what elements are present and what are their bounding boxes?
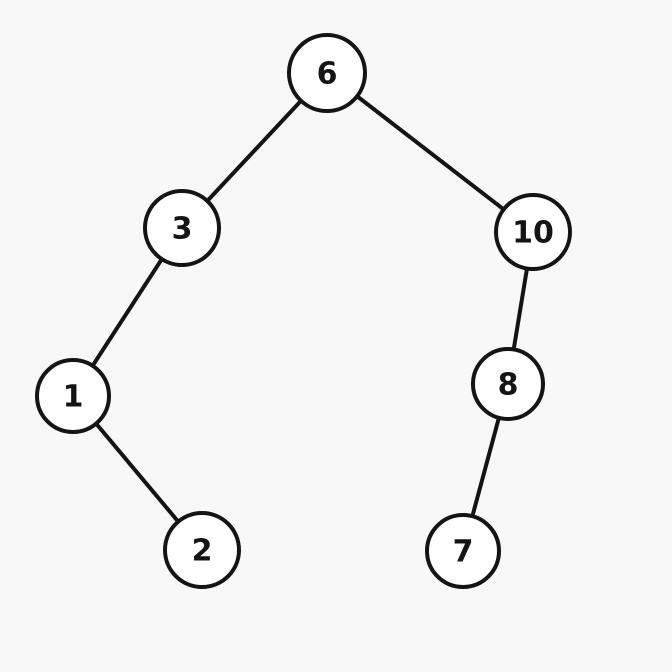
tree-node-8: 8 [471,347,545,421]
tree-node-label-10: 10 [512,216,554,251]
tree-node-circle-2 [163,511,241,589]
tree-node-circle-8 [471,347,545,421]
tree-node-10: 10 [494,193,572,271]
tree-node-circle-7 [425,513,501,589]
tree-node-2: 2 [163,511,241,589]
tree-node-label-2: 2 [192,534,213,569]
tree-node-label-3: 3 [172,212,193,247]
tree-node-1: 1 [35,358,111,434]
tree-node-label-1: 1 [63,380,84,415]
tree-node-circle-6 [287,33,367,113]
tree-node-3: 3 [143,189,221,267]
tree-node-circle-3 [143,189,221,267]
tree-node-label-6: 6 [317,57,338,92]
tree-node-6: 6 [287,33,367,113]
tree-node-label-7: 7 [453,535,474,570]
tree-node-circle-10 [494,193,572,271]
tree-edge-6-10 [325,71,535,234]
tree-node-7: 7 [425,513,501,589]
tree-node-circle-1 [35,358,111,434]
tree-node-label-8: 8 [498,368,519,403]
